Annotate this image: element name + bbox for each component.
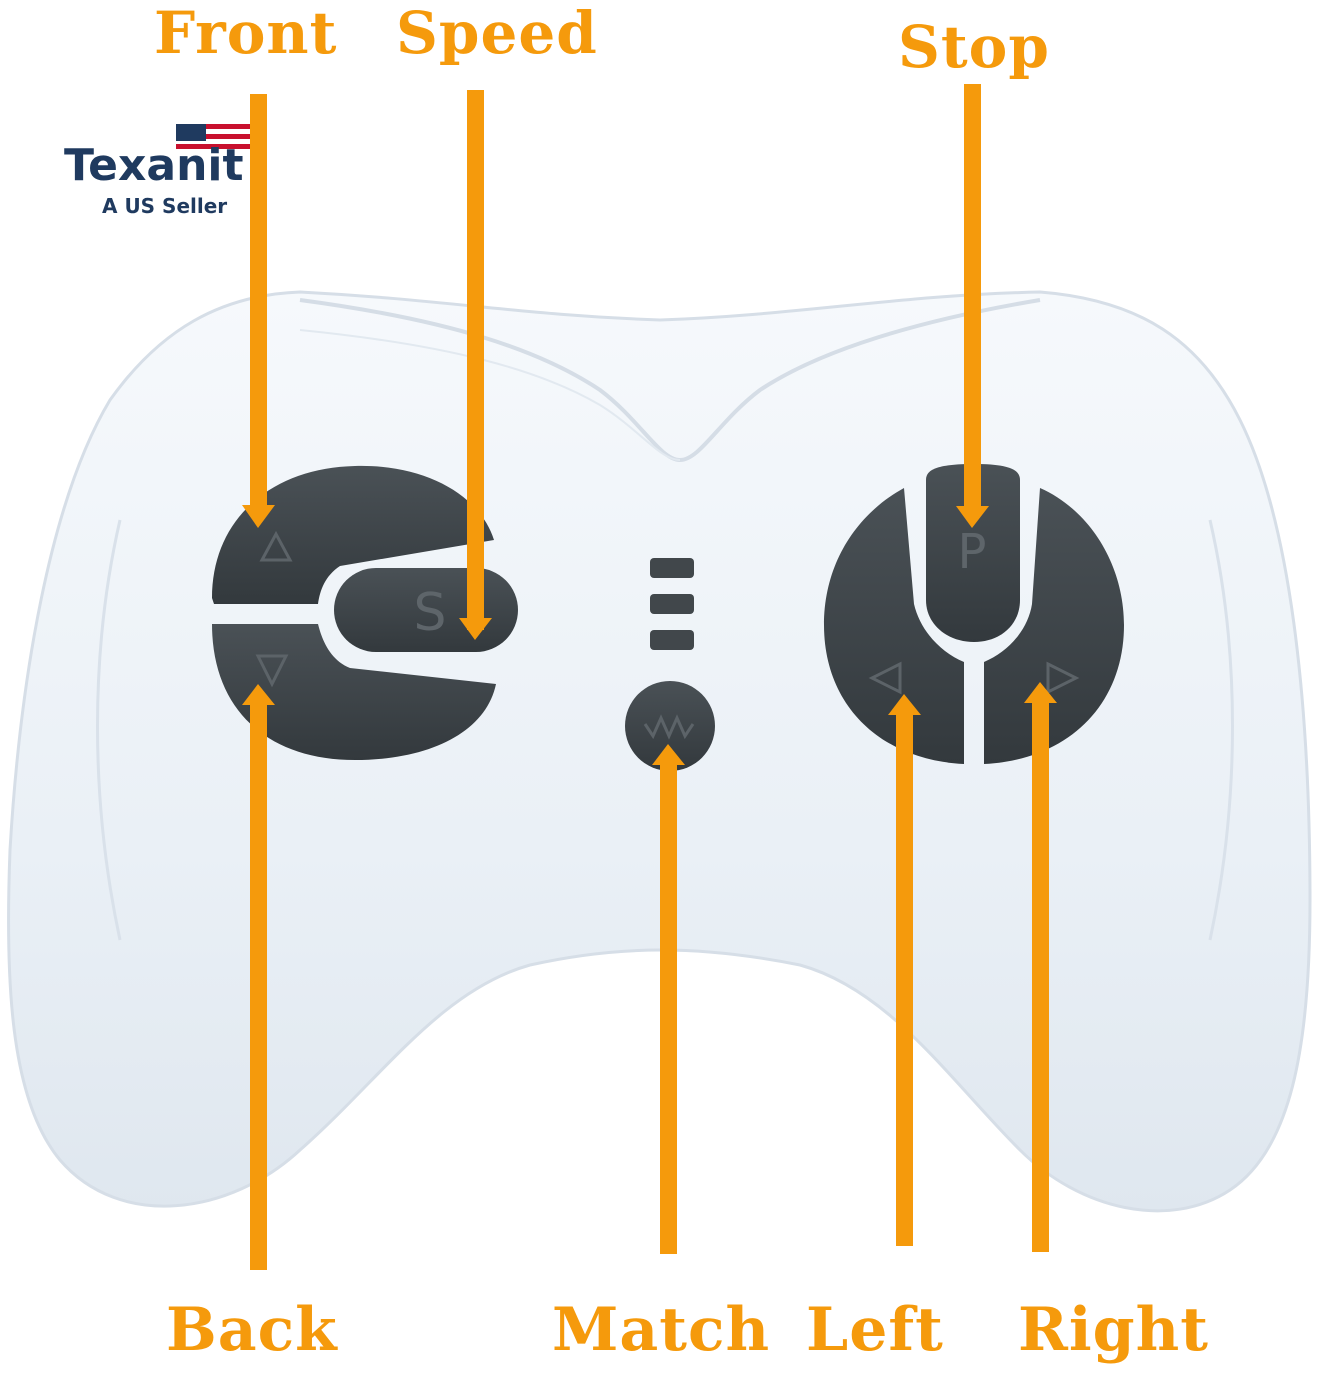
wave-icon bbox=[643, 714, 695, 740]
left-arrow bbox=[888, 694, 921, 1246]
speed-button-glyph: S bbox=[413, 583, 446, 643]
right-arrow-icon bbox=[1046, 661, 1080, 695]
brand-logo bbox=[48, 56, 272, 280]
match-button[interactable] bbox=[625, 681, 715, 771]
label-right: Right bbox=[1018, 1295, 1209, 1365]
left-arrow-icon bbox=[868, 661, 902, 695]
down-arrow-icon bbox=[255, 654, 289, 688]
callout-arrows bbox=[242, 84, 1057, 1270]
speed-arrow bbox=[459, 90, 492, 640]
right-button-cluster: P bbox=[824, 464, 1124, 764]
back-button[interactable] bbox=[212, 624, 496, 760]
label-stop: Stop bbox=[898, 13, 1050, 81]
led-indicators bbox=[650, 558, 694, 650]
front-button[interactable] bbox=[212, 465, 494, 604]
match-arrow bbox=[652, 744, 685, 1254]
stop-button-glyph: P bbox=[958, 524, 987, 580]
label-back: Back bbox=[166, 1295, 338, 1365]
stop-button[interactable] bbox=[926, 464, 1020, 642]
stop-arrow bbox=[956, 84, 989, 528]
right-arrow bbox=[1024, 682, 1057, 1252]
left-button[interactable] bbox=[824, 488, 964, 764]
led-indicator bbox=[650, 630, 694, 650]
label-match: Match bbox=[552, 1295, 771, 1365]
us-flag-icon bbox=[176, 124, 250, 154]
label-speed: Speed bbox=[396, 0, 598, 67]
right-button[interactable] bbox=[984, 488, 1124, 764]
front-arrow bbox=[242, 94, 275, 528]
back-arrow bbox=[242, 684, 275, 1270]
up-arrow-icon bbox=[259, 530, 293, 562]
led-indicator bbox=[650, 558, 694, 578]
brand-tagline: A US Seller bbox=[102, 194, 228, 218]
label-left: Left bbox=[806, 1295, 944, 1365]
brand-name: Texanit bbox=[64, 140, 244, 191]
label-front: Front bbox=[154, 0, 338, 67]
led-indicator bbox=[650, 594, 694, 614]
